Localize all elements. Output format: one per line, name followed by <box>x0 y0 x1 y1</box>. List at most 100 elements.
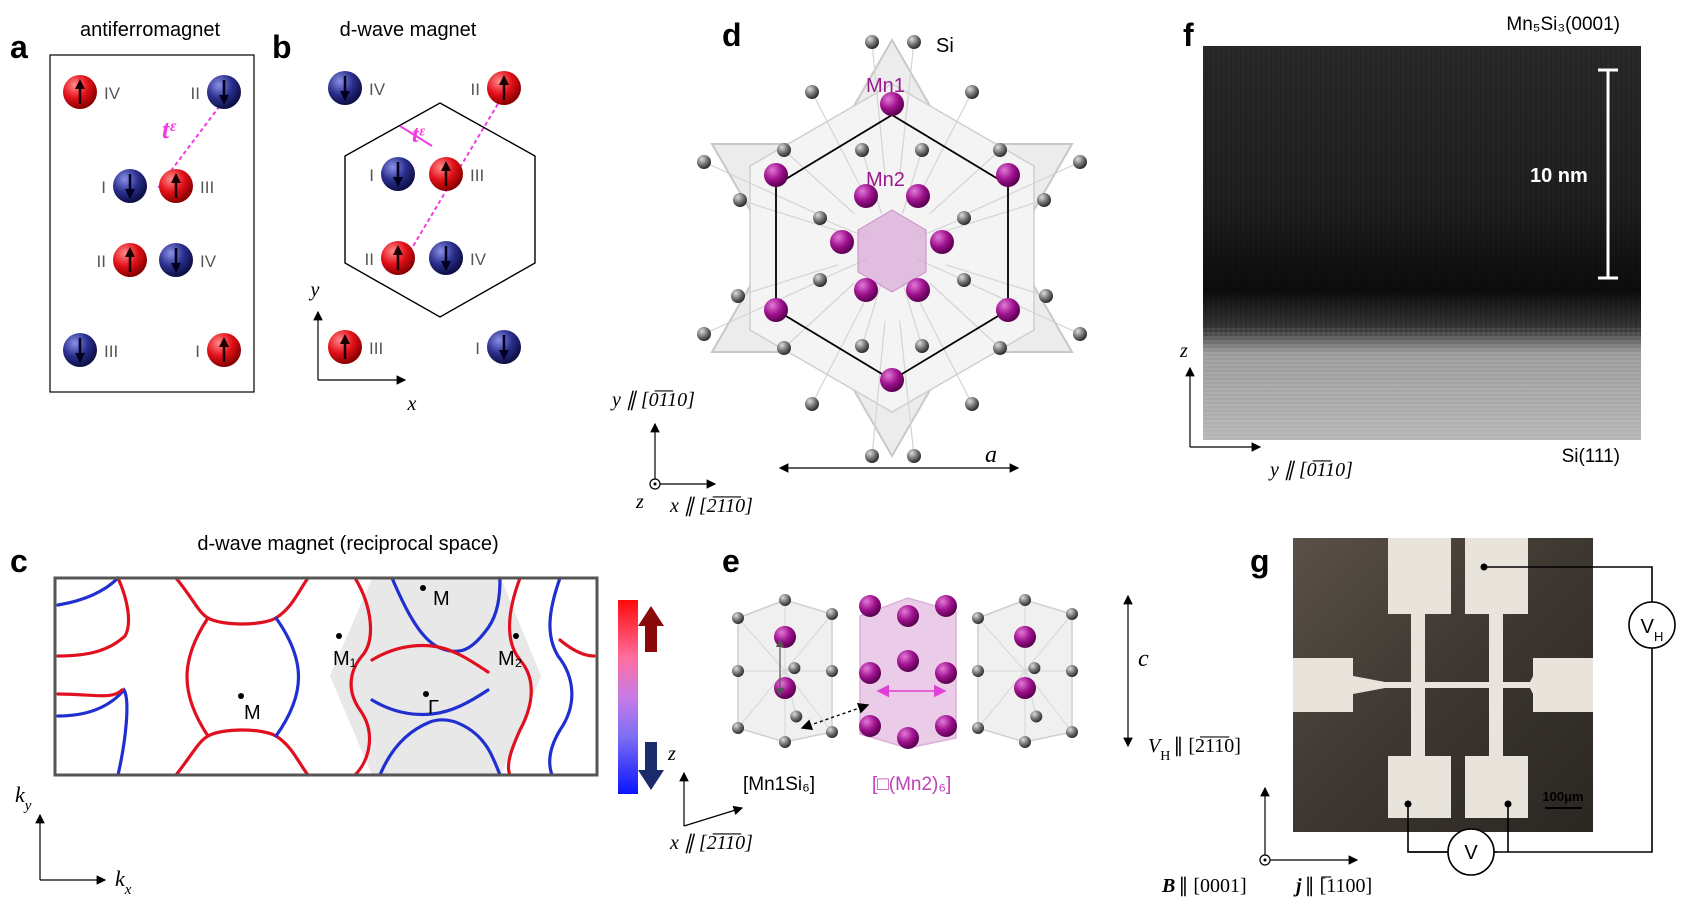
panel-d-mn2-atom <box>830 230 854 254</box>
panel-a-sublattice-label: IV <box>104 84 121 103</box>
panel-e-block-mn2 <box>859 595 957 749</box>
panel-a-spin-up: III <box>159 169 214 203</box>
panel-a-sublattice-label: IV <box>200 252 217 271</box>
panel-d-si-atom <box>957 273 971 287</box>
panel-c-axis-ky-label: ky <box>15 782 32 814</box>
panel-c-point-m2-dot <box>513 633 519 639</box>
panel-d-axis-z-label: z <box>635 491 644 513</box>
panel-d-mn1-atom <box>880 368 904 392</box>
panel-d-mn2-atom <box>854 278 878 302</box>
panel-g-voltmeter <box>1447 828 1495 876</box>
panel-a-spin-down: III <box>63 333 118 367</box>
panel-e-block2-label: [□(Mn2)₆] <box>872 774 951 795</box>
panel-e-si-atom <box>732 612 744 624</box>
panel-e-si-atom <box>788 662 801 675</box>
panel-b-sublattice-label: III <box>470 166 484 185</box>
panel-e-axis-x <box>683 805 744 827</box>
panel-g-scale-label: 100μm <box>1542 789 1583 804</box>
panel-a-spin-up: I <box>195 333 241 367</box>
panel-e-si-atom <box>1019 736 1031 748</box>
panel-c-point-m1: M₁ <box>333 648 357 670</box>
panel-d-atoms <box>697 35 1087 463</box>
panel-a-letter: a <box>10 29 28 65</box>
panel-d-mn2-label: Mn2 <box>866 169 905 191</box>
panel-c-spin-up-arrow <box>638 606 664 652</box>
panel-e-si-atom <box>779 736 791 748</box>
panel-c: c d-wave magnet (reciprocal space) M M₁ … <box>10 533 664 898</box>
panel-b-letter: b <box>272 29 292 65</box>
panel-f-letter: f <box>1183 17 1194 53</box>
panel-a-title: antiferromagnet <box>80 19 221 41</box>
panel-d-si-atom <box>805 397 819 411</box>
panel-e-blocks <box>732 594 1078 749</box>
panel-b-spin-up: III <box>328 330 383 364</box>
panel-e-axis-z-label: z <box>667 743 676 765</box>
panel-a-spin-up: II <box>97 243 147 277</box>
panel-e-si-atom <box>732 722 744 734</box>
panel-d-si-atom <box>813 273 827 287</box>
panel-d-si-atom <box>697 155 711 169</box>
panel-d-lattice-label: a <box>985 442 997 468</box>
panel-b-spin-down: I <box>475 330 521 364</box>
panel-e: e c [Mn1Si₆] [□(Mn2)₆] z x ∥ [2̅1̅1̅0] <box>667 543 1149 854</box>
panel-d-mn1-atom <box>880 92 904 116</box>
panel-c-point-m-center: M <box>244 702 261 724</box>
panel-d-si-atom <box>1037 193 1051 207</box>
panel-g-contact-top <box>1480 563 1488 571</box>
panel-d: d Si Mn1 Mn2 a y ∥ [0̅1̅10] x ∥ [2̅1̅1̅0… <box>610 17 1087 517</box>
panel-d-mn2-atom <box>906 184 930 208</box>
panel-f-substrate-fringes <box>1203 326 1641 440</box>
panel-g: g 100μm VH V <box>1148 538 1676 897</box>
panel-c-spin-down-arrow <box>638 742 664 790</box>
panel-b-sublattice-label: I <box>475 339 480 358</box>
panel-f-top-label: Mn₅Si₃(0001) <box>1506 14 1620 35</box>
panel-b-sublattice-label: II <box>365 250 374 269</box>
panel-c-point-gamma-dot <box>423 691 429 697</box>
panel-e-si-atom <box>1030 710 1043 723</box>
panel-c-spin-colorbar <box>618 600 638 794</box>
panel-b-spin-down: I <box>369 157 415 191</box>
panel-b-spin-up: III <box>429 157 484 191</box>
panel-d-si-atom <box>915 143 929 157</box>
panel-d-mn1-atom <box>996 163 1020 187</box>
panel-e-mn2-atom <box>935 595 957 617</box>
panel-e-mn2-atom <box>859 662 881 684</box>
panel-e-mn2-atom <box>859 715 881 737</box>
panel-g-hall-voltmeter-label: VH <box>1641 616 1664 644</box>
panel-d-si-atom <box>697 327 711 341</box>
panel-e-si-atom <box>826 608 838 620</box>
panel-d-si-atom <box>1073 327 1087 341</box>
panel-d-si-atom <box>777 341 791 355</box>
panel-d-axis-z-center <box>653 482 657 486</box>
panel-d-si-atom <box>965 85 979 99</box>
panel-g-letter: g <box>1250 543 1270 579</box>
panel-d-si-atom <box>1073 155 1087 169</box>
panel-d-mn2-hexagon <box>857 209 927 293</box>
panel-e-mn1-atom <box>774 677 796 700</box>
panel-c-point-m-top-dot <box>420 585 426 591</box>
panel-b-hexagon <box>344 102 536 318</box>
panel-e-mn1-atom <box>1014 625 1036 648</box>
panel-c-point-m-top: M <box>433 588 450 610</box>
panel-a-sublattice-label: III <box>200 178 214 197</box>
panel-d-mn1-atom <box>996 298 1020 322</box>
panel-d-axis-y-label: y ∥ [0̅1̅10] <box>610 389 695 411</box>
panel-e-si-atom <box>972 722 984 734</box>
panel-a-sublattice-label: I <box>195 342 200 361</box>
panel-c-letter: c <box>10 543 28 579</box>
panel-e-mn2-atom <box>859 595 881 617</box>
panel-d-si-atom <box>813 211 827 225</box>
panel-g-hall-bar <box>1293 538 1593 818</box>
panel-a: a antiferromagnet tᵋ <box>10 19 255 393</box>
panel-f-scale-label: 10 nm <box>1530 165 1588 187</box>
panel-e-si-atom <box>1019 594 1031 606</box>
panel-b-sublattice-label: I <box>369 166 374 185</box>
panel-d-si-atom <box>907 449 921 463</box>
panel-e-mn2-atom <box>897 650 919 672</box>
panel-e-si-atom <box>972 665 984 677</box>
panel-d-mn2-atom <box>930 230 954 254</box>
